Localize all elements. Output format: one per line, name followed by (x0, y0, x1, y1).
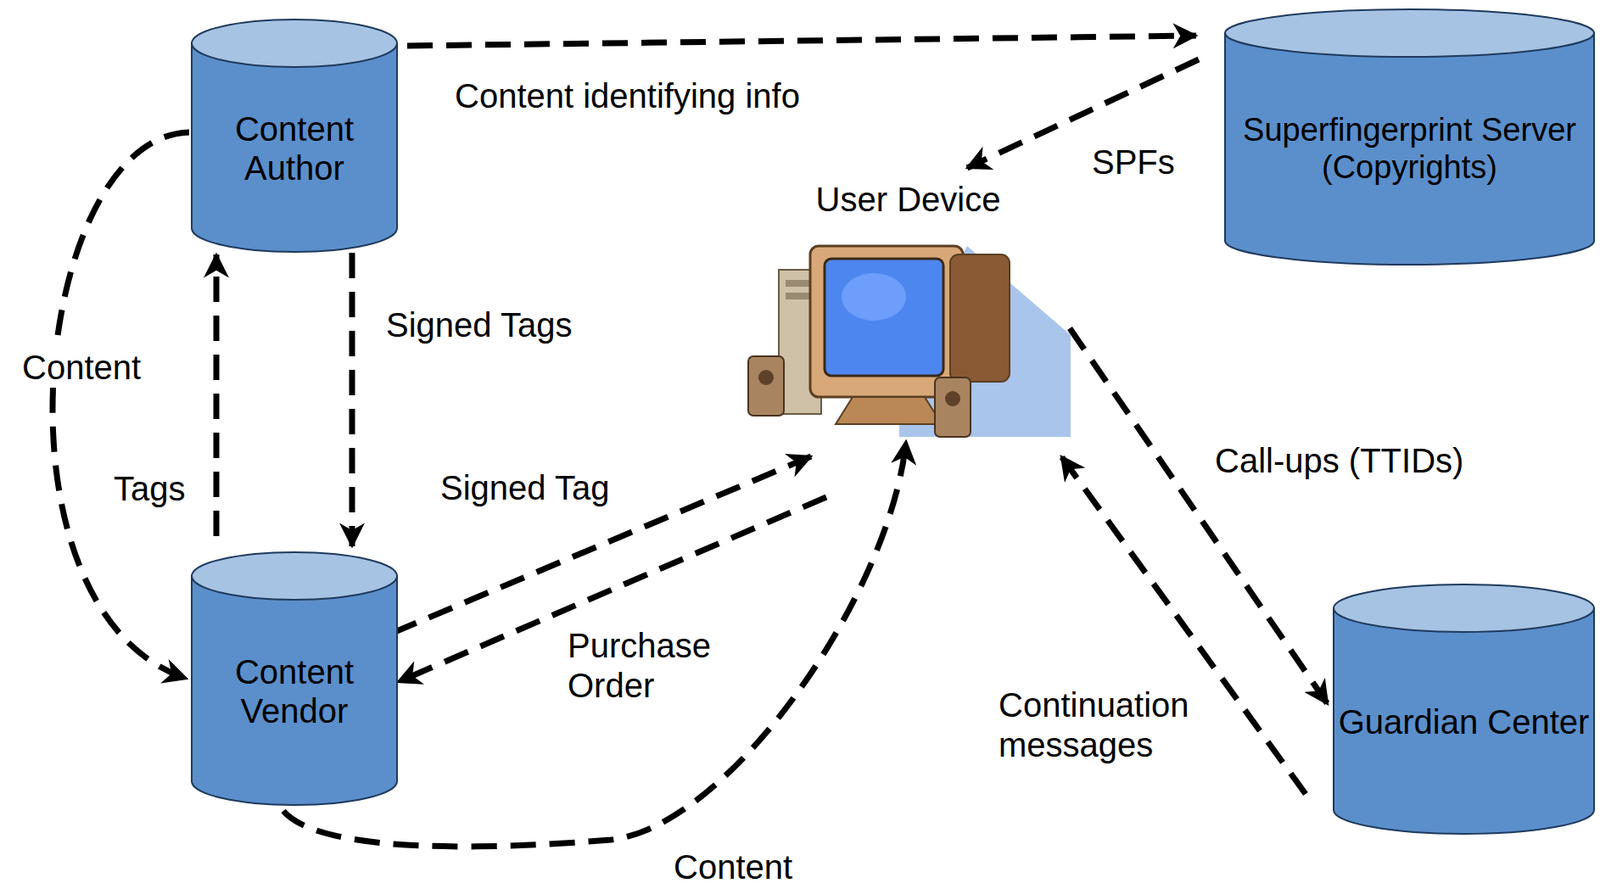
dashed-arrow (213, 254, 220, 537)
edge-label: Content identifying info (451, 76, 804, 117)
dashed-arrow (392, 456, 812, 633)
device-node: User Device (744, 179, 1072, 439)
edge-label: Content (18, 347, 145, 388)
speaker (934, 377, 971, 437)
database-cylinder: Superfingerprint Server (Copyrights) (1224, 8, 1595, 266)
cylinder-top (1333, 584, 1595, 633)
edge-label: Tags (110, 469, 190, 510)
cylinder-top (1225, 9, 1595, 57)
device-label: User Device (816, 179, 1002, 219)
cylinder-body (1225, 33, 1595, 265)
speaker (748, 356, 784, 416)
edge-label: Content (670, 847, 796, 888)
text-wrap: Content Vendor (190, 600, 398, 782)
database-cylinder: Content Vendor (190, 551, 398, 806)
monitor-back (950, 254, 1010, 382)
edge-label: Signed Tags (382, 305, 576, 346)
node-label: Superfingerprint Server (Copyrights) (1224, 111, 1595, 186)
text-wrap: Guardian Center (1332, 632, 1595, 811)
monitor-body (810, 246, 963, 398)
cylinder-body (191, 576, 398, 806)
cylinder-top (191, 552, 398, 600)
cylinder-top (191, 19, 398, 68)
text-wrap: Superfingerprint Server (Copyrights) (1224, 57, 1595, 241)
dashed-arrow (407, 35, 1197, 46)
cylinder-body (191, 43, 398, 252)
dashed-arrow (349, 252, 356, 547)
speaker-cone (758, 369, 774, 386)
node-label: Guardian Center (1338, 702, 1590, 742)
user-device-icon (748, 246, 1071, 437)
dashed-arrow (52, 132, 190, 679)
database-cylinder: Content Author (190, 18, 398, 253)
node-label: Content Author (190, 109, 398, 188)
edge-label: Continuation messages (995, 685, 1223, 766)
edge-label: Call-ups (TTIDs) (1211, 441, 1467, 482)
database-cylinder: Guardian Center (1332, 583, 1595, 835)
screen (824, 258, 944, 376)
node-label: Content Vendor (190, 652, 398, 731)
edge-label: Purchase Order (564, 626, 741, 706)
edge-label: SPFs (1088, 142, 1179, 183)
text-wrap: User Device (744, 179, 1072, 219)
edge-label: Signed Tag (436, 468, 613, 509)
monitor-stand (835, 397, 942, 425)
screen-glare (841, 273, 907, 321)
text-wrap: Content Author (190, 67, 398, 229)
speaker-cone (945, 391, 961, 407)
cylinder-body (1333, 608, 1595, 834)
